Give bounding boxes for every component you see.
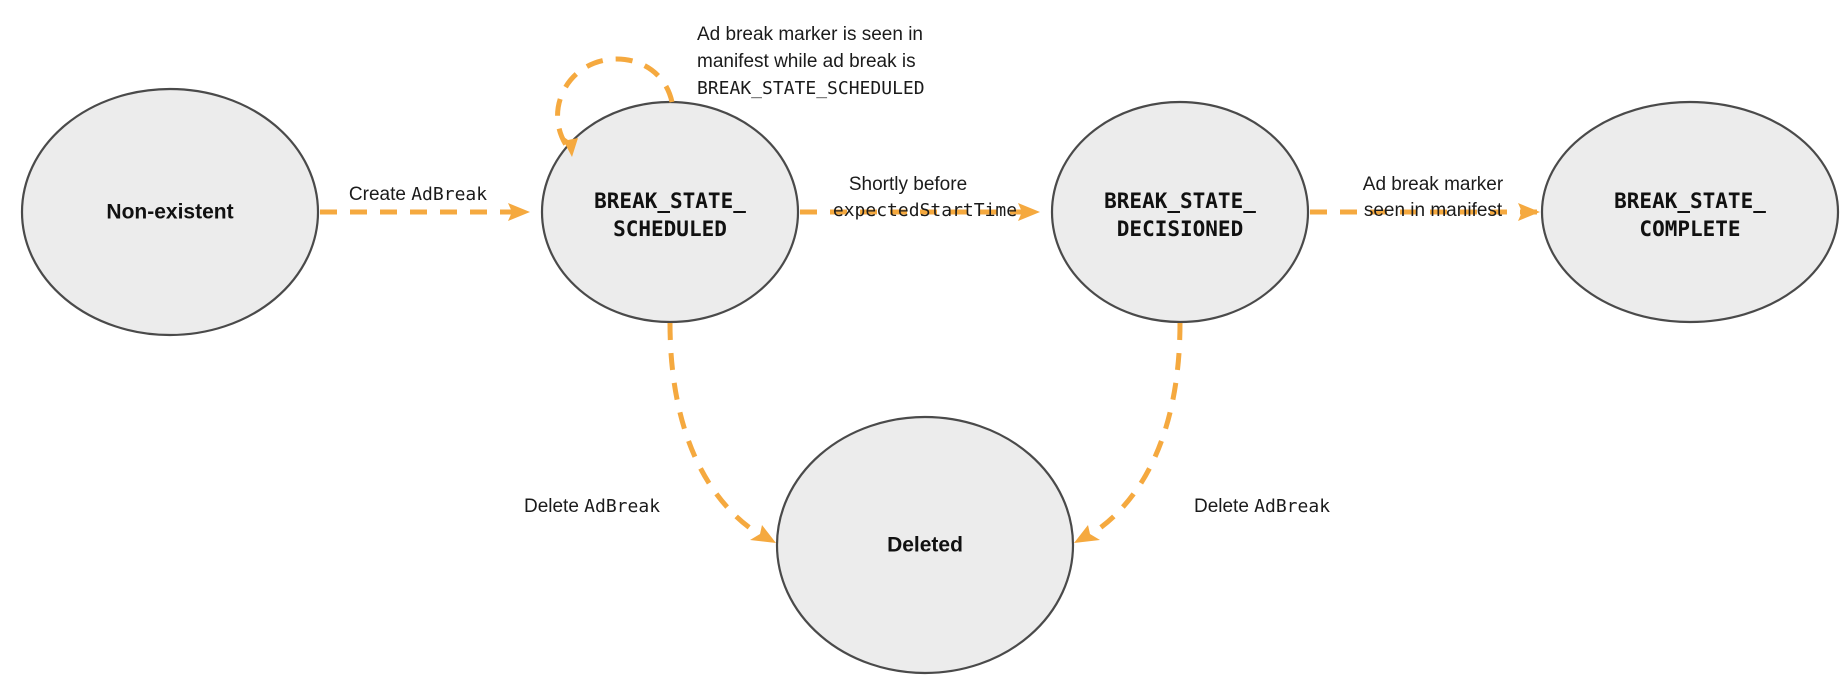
edge-scheduled-self-loop-label-line2: manifest while ad break is — [697, 51, 916, 72]
edge-marker-seen-label-line2: seen in manifest — [1364, 200, 1503, 221]
edge-scheduled-self-loop[interactable]: Ad break marker is seen in manifest whil… — [555, 24, 925, 157]
edge-delete-right-label-mono: AdBreak — [1254, 496, 1330, 517]
node-deleted[interactable]: Deleted — [775, 415, 1075, 675]
node-break-state-complete[interactable]: BREAK_STATE_ COMPLETE — [1540, 100, 1840, 324]
edge-delete-left-label: Delete AdBreak — [524, 496, 660, 517]
node-non-existent-label: Non-existent — [106, 201, 233, 224]
edge-delete-left-arrowhead — [750, 525, 776, 543]
node-break-state-scheduled-label-line1: BREAK_STATE_ — [594, 189, 746, 213]
node-break-state-decisioned-label-line2: DECISIONED — [1117, 217, 1243, 241]
node-non-existent-shape — [20, 87, 320, 337]
edge-marker-seen-arrowhead — [1518, 203, 1540, 221]
node-break-state-decisioned[interactable]: BREAK_STATE_ DECISIONED — [1050, 100, 1310, 324]
edge-create-adbreak-label-sans: Create — [349, 184, 411, 205]
edge-delete-right-arrowhead — [1074, 525, 1100, 543]
edge-marker-seen-label-line1: Ad break marker — [1363, 174, 1504, 195]
edge-scheduled-self-loop-label-line1: Ad break marker is seen in — [697, 24, 923, 45]
edge-create-adbreak-label: Create AdBreak — [349, 184, 487, 205]
node-deleted-shape — [775, 415, 1075, 675]
node-break-state-scheduled-label-line2: SCHEDULED — [613, 217, 727, 241]
edge-create-adbreak[interactable]: Create AdBreak — [320, 184, 530, 221]
edge-delete-right-path — [1083, 322, 1183, 541]
edge-shortly-before-arrowhead — [1018, 203, 1040, 221]
node-break-state-complete-label-line2: COMPLETE — [1639, 217, 1740, 241]
edge-delete-left-path — [667, 322, 767, 541]
node-break-state-complete-label-line1: BREAK_STATE_ — [1614, 189, 1766, 213]
node-deleted-label: Deleted — [887, 534, 963, 557]
node-break-state-decisioned-label-line1: BREAK_STATE_ — [1104, 189, 1256, 213]
edge-delete-left-label-mono: AdBreak — [584, 496, 660, 517]
edge-shortly-before-expected-start-time[interactable]: Shortly before expectedStartTime — [800, 174, 1040, 221]
node-non-existent[interactable]: Non-existent — [20, 87, 320, 337]
edge-shortly-before-label-line2: expectedStartTime — [833, 200, 1017, 221]
edge-ad-break-marker-seen-in-manifest[interactable]: Ad break marker seen in manifest — [1310, 174, 1540, 221]
node-break-state-scheduled[interactable]: BREAK_STATE_ SCHEDULED — [540, 100, 800, 324]
node-break-state-complete-shape — [1540, 100, 1840, 324]
edge-delete-right-label-sans: Delete — [1194, 496, 1254, 517]
edge-delete-adbreak-from-scheduled[interactable]: Delete AdBreak — [524, 322, 776, 543]
edge-delete-adbreak-from-decisioned[interactable]: Delete AdBreak — [1074, 322, 1330, 543]
edge-scheduled-self-loop-arrowhead — [560, 134, 578, 157]
node-break-state-decisioned-shape — [1050, 100, 1310, 324]
edge-shortly-before-label-line1: Shortly before — [849, 174, 967, 195]
edge-create-adbreak-label-mono: AdBreak — [411, 184, 487, 205]
edge-create-adbreak-arrowhead — [508, 203, 530, 221]
edge-delete-right-label: Delete AdBreak — [1194, 496, 1330, 517]
edge-scheduled-self-loop-path — [555, 56, 675, 150]
edge-delete-left-label-sans: Delete — [524, 496, 584, 517]
edge-scheduled-self-loop-label-line3: BREAK_STATE_SCHEDULED — [697, 78, 925, 99]
